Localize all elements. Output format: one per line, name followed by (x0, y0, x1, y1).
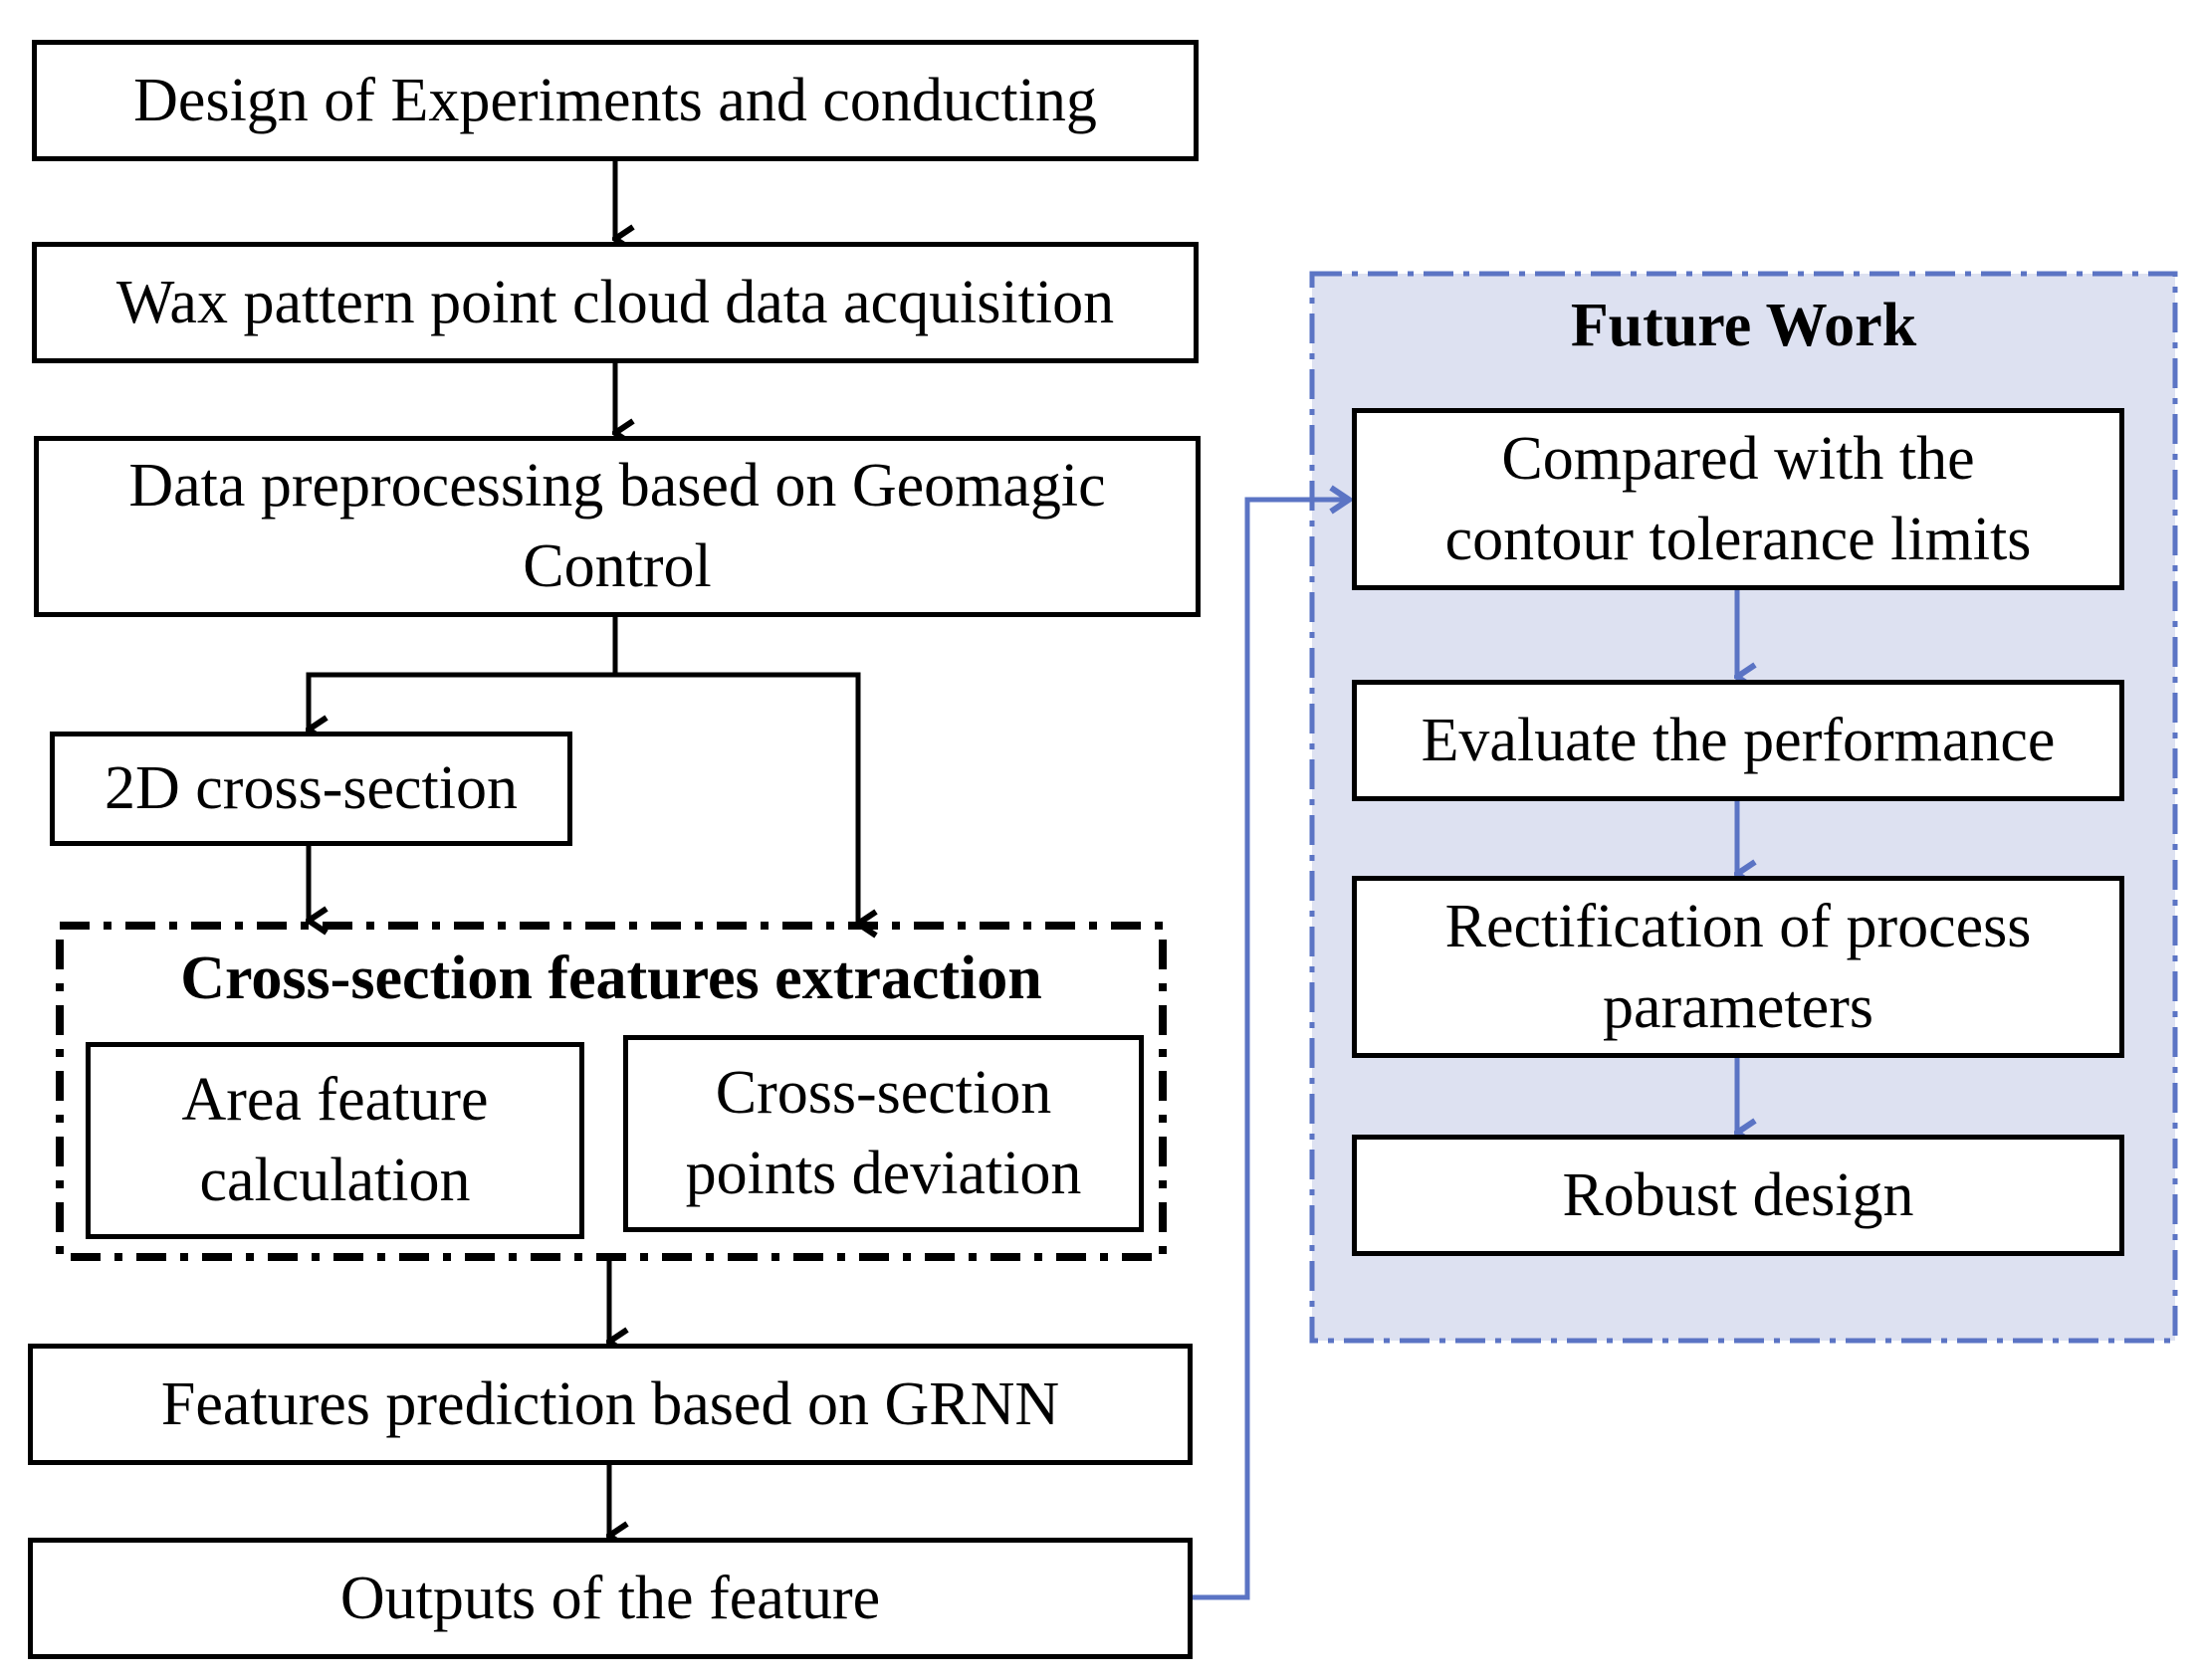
fw-rectification-label-1: Rectification of process (1444, 892, 2032, 960)
step-features-prediction-grnn: Features prediction based on GRNN (28, 1344, 1193, 1465)
step-2d-label: 2D cross-section (105, 754, 518, 823)
step-acquisition-label: Wax pattern point cloud data acquisition (115, 268, 1115, 336)
arrow-step3-deviation (615, 672, 858, 924)
future-work-title: Future Work (1570, 292, 1917, 359)
cross-section-points-deviation: Cross-section points deviation (623, 1035, 1144, 1232)
fw-rectification-parameters: Rectification of process parameters (1352, 876, 2124, 1058)
extraction-group-title: Cross-section features extraction (180, 945, 1042, 1012)
fw-compared-label-1: Compared with the (1501, 424, 1975, 493)
step-2d-cross-section: 2D cross-section (50, 732, 572, 846)
deviation-label-1: Cross-section (715, 1059, 1052, 1128)
step-preprocessing-label-1: Data preprocessing based on Geomagic (128, 452, 1106, 521)
fw-compared-label-2: contour tolerance limits (1444, 505, 2032, 573)
deviation-label-2: points deviation (685, 1140, 1082, 1207)
area-feature-calculation: Area feature calculation (86, 1042, 584, 1239)
area-feature-label-1: Area feature (181, 1066, 489, 1135)
step-design-label: Design of Experiments and conducting (133, 66, 1097, 134)
step-grnn-label: Features prediction based on GRNN (160, 1369, 1060, 1438)
fw-robust-label: Robust design (1562, 1160, 1914, 1229)
step-data-preprocessing: Data preprocessing based on Geomagic Con… (34, 436, 1201, 617)
fw-evaluate-performance: Evaluate the performance (1352, 680, 2124, 801)
step-design-of-experiments: Design of Experiments and conducting (32, 40, 1199, 161)
step-point-cloud-acquisition: Wax pattern point cloud data acquisition (32, 242, 1199, 363)
step-preprocessing-label-2: Control (523, 532, 712, 600)
step-outputs-of-feature: Outputs of the feature (28, 1538, 1193, 1659)
fw-robust-design: Robust design (1352, 1135, 2124, 1256)
fw-rectification-label-2: parameters (1603, 972, 1873, 1041)
fw-compared-tolerance: Compared with the contour tolerance limi… (1352, 408, 2124, 590)
arrow-outputs-future (1191, 500, 1349, 1600)
step-outputs-label: Outputs of the feature (339, 1564, 881, 1632)
area-feature-label-2: calculation (199, 1147, 471, 1214)
fw-evaluate-label: Evaluate the performance (1421, 706, 2056, 774)
arrow-step3-split (309, 617, 618, 730)
